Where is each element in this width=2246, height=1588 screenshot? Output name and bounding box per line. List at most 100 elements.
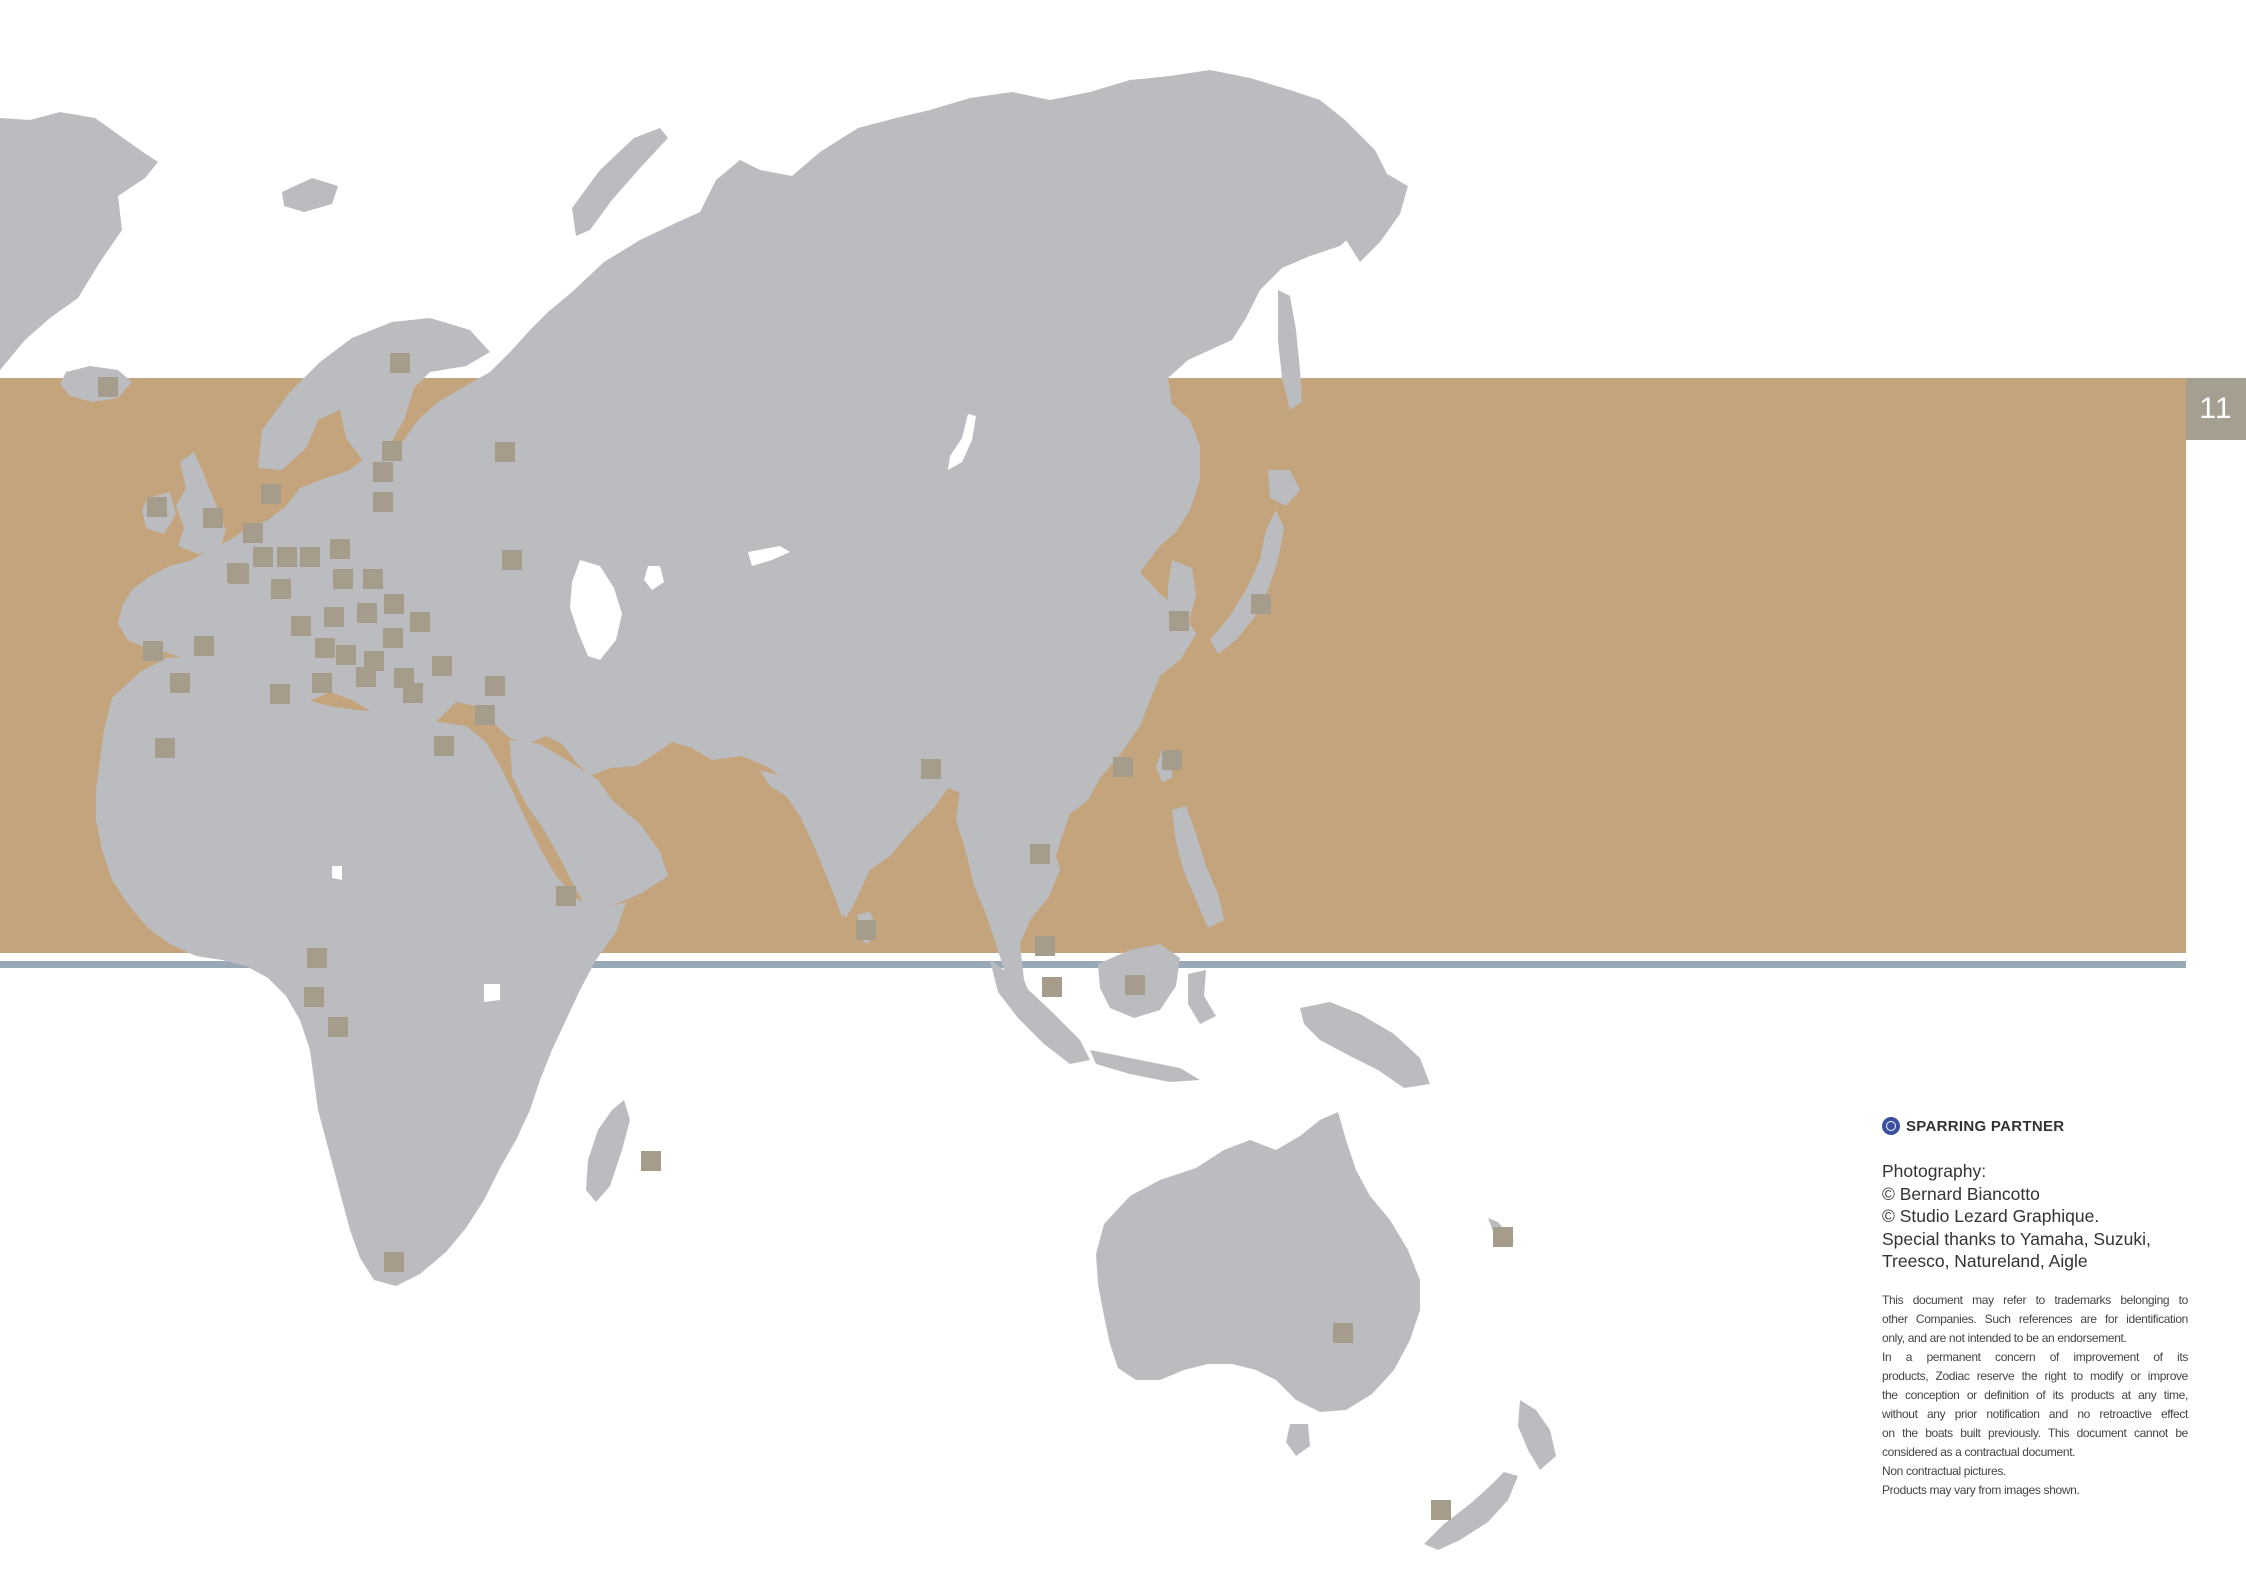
- photography-line: Treesco, Natureland, Aigle: [1882, 1251, 2088, 1271]
- legal-line: Products may vary from images shown.: [1882, 1482, 2080, 1497]
- square-marker-icon: [357, 603, 377, 623]
- japan: [1210, 510, 1284, 654]
- square-marker-icon: [143, 641, 163, 661]
- new-guinea: [1300, 1002, 1430, 1088]
- lake-baikal: [948, 414, 976, 470]
- brand-row: SPARRING PARTNER: [1882, 1114, 2188, 1138]
- square-marker-icon: [364, 651, 384, 671]
- eurasia: [118, 70, 1390, 918]
- square-marker-icon: [170, 673, 190, 693]
- square-marker-icon: [384, 1252, 404, 1272]
- square-marker-icon: [270, 684, 290, 704]
- square-marker-icon: [495, 442, 515, 462]
- africa: [96, 656, 626, 1286]
- madagascar: [586, 1100, 630, 1202]
- legal-line: In a permanent concern of improvement of…: [1882, 1349, 2188, 1364]
- novaya-zemlya: [572, 128, 668, 236]
- square-marker-icon: [1035, 936, 1055, 956]
- lake-victoria: [484, 984, 500, 1002]
- square-marker-icon: [383, 628, 403, 648]
- legal-line: considered as a contractual document.: [1882, 1444, 2076, 1459]
- square-marker-icon: [410, 612, 430, 632]
- square-marker-icon: [304, 987, 324, 1007]
- square-marker-icon: [1162, 750, 1182, 770]
- square-marker-icon: [253, 547, 273, 567]
- square-marker-icon: [300, 547, 320, 567]
- legal-line: without any prior notification and no re…: [1882, 1406, 2188, 1421]
- square-marker-icon: [336, 645, 356, 665]
- square-marker-icon: [432, 656, 452, 676]
- square-marker-icon: [312, 673, 332, 693]
- square-marker-icon: [556, 886, 576, 906]
- square-marker-icon: [98, 377, 118, 397]
- square-marker-icon: [1169, 611, 1189, 631]
- square-marker-icon: [147, 497, 167, 517]
- square-marker-icon: [328, 1017, 348, 1037]
- square-marker-icon: [271, 579, 291, 599]
- sakhalin: [1278, 290, 1302, 410]
- legal-line: This document may refer to trademarks be…: [1882, 1292, 2188, 1307]
- philippines: [1172, 806, 1224, 928]
- scandinavia: [258, 318, 490, 470]
- lake-balkhash: [748, 546, 790, 566]
- square-marker-icon: [203, 508, 223, 528]
- square-marker-icon: [261, 484, 281, 504]
- band-rule: [0, 961, 2186, 968]
- square-marker-icon: [641, 1151, 661, 1171]
- square-marker-icon: [1493, 1227, 1513, 1247]
- credits-block: SPARRING PARTNER Photography: © Bernard …: [1882, 1114, 2188, 1500]
- square-marker-icon: [155, 738, 175, 758]
- square-marker-icon: [485, 676, 505, 696]
- square-marker-icon: [324, 607, 344, 627]
- legal-line: Non contractual pictures.: [1882, 1463, 2006, 1478]
- lakes: [332, 414, 976, 1002]
- square-marker-icon: [390, 353, 410, 373]
- new-zealand-north: [1518, 1400, 1556, 1470]
- square-marker-icon: [1125, 975, 1145, 995]
- square-marker-icon: [229, 564, 249, 584]
- photography-line: Photography:: [1882, 1161, 1987, 1181]
- square-marker-icon: [502, 550, 522, 570]
- page-number-tab: 11: [2186, 378, 2246, 440]
- square-marker-icon: [434, 736, 454, 756]
- legal-disclaimer: This document may refer to trademarks be…: [1882, 1291, 2188, 1500]
- square-marker-icon: [1042, 977, 1062, 997]
- great-britain: [176, 452, 226, 554]
- brand-name: SPARRING PARTNER: [1906, 1117, 2065, 1135]
- square-marker-icon: [475, 705, 495, 725]
- sulawesi: [1188, 970, 1216, 1024]
- legal-line: the conception or definition of its prod…: [1882, 1387, 2188, 1402]
- square-marker-icon: [333, 569, 353, 589]
- square-marker-icon: [330, 539, 350, 559]
- greenland: [0, 112, 158, 370]
- square-marker-icon: [1431, 1500, 1451, 1520]
- square-marker-icon: [382, 441, 402, 461]
- australia: [1096, 1112, 1420, 1412]
- dealer-markers: [98, 353, 1513, 1520]
- square-marker-icon: [1251, 594, 1271, 614]
- kamchatka: [1340, 170, 1408, 262]
- square-marker-icon: [403, 683, 423, 703]
- square-marker-icon: [315, 638, 335, 658]
- caspian-sea: [570, 560, 622, 660]
- legal-line: products, Zodiac reserve the right to mo…: [1882, 1368, 2188, 1383]
- square-marker-icon: [921, 759, 941, 779]
- photography-line: © Bernard Biancotto: [1882, 1183, 2040, 1204]
- square-marker-icon: [291, 616, 311, 636]
- square-marker-icon: [856, 920, 876, 940]
- svalbard: [282, 178, 338, 212]
- lake-chad: [332, 866, 342, 880]
- legal-line: on the boats built previously. This docu…: [1882, 1425, 2188, 1440]
- page-number: 11: [2199, 392, 2233, 425]
- square-marker-icon: [356, 667, 376, 687]
- square-marker-icon: [277, 547, 297, 567]
- aral-sea: [644, 566, 664, 590]
- sparring-partner-logo-icon: [1882, 1117, 1900, 1135]
- java: [1090, 1050, 1200, 1082]
- hokkaido: [1268, 470, 1300, 506]
- square-marker-icon: [373, 462, 393, 482]
- legal-line: only, and are not intended to be an endo…: [1882, 1330, 2127, 1345]
- arabian-peninsula: [510, 740, 668, 908]
- square-marker-icon: [1333, 1323, 1353, 1343]
